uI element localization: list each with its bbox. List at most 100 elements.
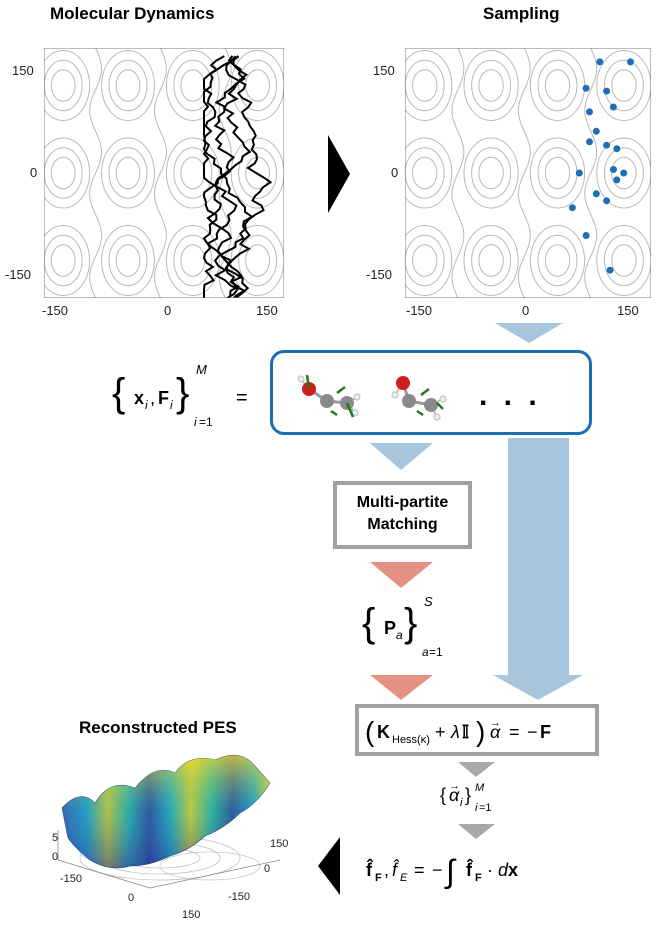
svg-text:): ) xyxy=(476,716,485,747)
sample-point xyxy=(586,108,593,116)
svg-text:x: x xyxy=(134,388,144,408)
contour-ring xyxy=(108,59,148,112)
contour-ring xyxy=(115,244,141,277)
contour-ring xyxy=(471,234,512,287)
svg-text:F: F xyxy=(158,388,169,408)
contour-ring xyxy=(405,50,453,121)
sampling-xtick-neg150: -150 xyxy=(406,303,433,318)
contour-ring xyxy=(173,234,213,287)
svg-text:F: F xyxy=(475,872,482,884)
svg-text:→: → xyxy=(490,717,501,729)
svg-text:f̂: f̂ xyxy=(466,858,474,880)
contour-ring xyxy=(173,59,213,112)
contour-ring xyxy=(611,156,637,190)
matching-line-1: Multi-partite xyxy=(356,494,449,511)
md-xtick-150: 150 xyxy=(256,303,278,318)
sample-point xyxy=(609,166,617,173)
svg-text:−: − xyxy=(432,860,443,880)
svg-text:x: x xyxy=(508,860,518,880)
sampling-title: Sampling xyxy=(483,4,560,23)
md-trajectory-line xyxy=(206,55,250,298)
md-xtick-0: 0 xyxy=(164,303,172,318)
sample-point xyxy=(575,169,583,177)
contour-ring xyxy=(44,137,91,209)
sample-point xyxy=(582,232,590,239)
sample-point xyxy=(603,141,611,149)
md-trajectory-line xyxy=(213,55,273,298)
sample-point xyxy=(613,176,621,184)
permutation-set: { P a } S a =1 xyxy=(362,594,443,659)
svg-text:f̂: f̂ xyxy=(392,859,399,880)
svg-text:i: i xyxy=(475,802,478,814)
svg-text:α: α xyxy=(490,722,501,742)
svg-text:Hess(κ): Hess(κ) xyxy=(392,734,430,746)
contour-ring xyxy=(529,137,586,209)
reconstructed-pes-title: Reconstructed PES xyxy=(79,718,237,737)
contour-ring xyxy=(529,225,586,296)
contour-ring xyxy=(478,69,504,102)
md-xtick-neg150: -150 xyxy=(42,303,69,318)
sample-point xyxy=(596,58,604,66)
sampling-down-arrow-icon xyxy=(495,323,563,343)
set-equation: { x i , F i } M i =1 = xyxy=(108,362,268,439)
sampling-plot-frame xyxy=(405,48,651,298)
svg-text:→: → xyxy=(449,780,460,792)
contour-ring xyxy=(544,156,571,190)
contour-ring xyxy=(180,69,206,102)
solve-equation: ( K Hess(κ) + λ 𝕀 ) α → = − F xyxy=(365,716,551,747)
integral-to-pes-arrow-icon xyxy=(318,837,340,895)
contour-ring xyxy=(108,234,148,287)
pes-ytick-150: 150 xyxy=(270,838,289,850)
sample-point xyxy=(603,197,611,205)
contour-wave xyxy=(584,48,598,298)
contour-wave xyxy=(153,48,167,298)
svg-text:λ: λ xyxy=(450,722,460,742)
contour-ring xyxy=(50,156,76,190)
svg-text:i: i xyxy=(145,398,148,412)
contour-ring xyxy=(611,244,637,277)
contour-ring xyxy=(230,225,284,296)
md-to-sampling-arrow-icon xyxy=(328,135,350,213)
contour-wave xyxy=(89,48,103,298)
pes-xtick-neg150: -150 xyxy=(60,873,83,885)
contour-ring xyxy=(596,225,651,296)
md-title: Molecular Dynamics xyxy=(50,4,215,23)
contour-ring xyxy=(611,69,637,102)
contour-ring xyxy=(238,147,278,199)
svg-text:{: { xyxy=(112,371,125,415)
contour-wave xyxy=(517,48,531,298)
svg-text:=1: =1 xyxy=(199,415,213,429)
sampling-contour-lines xyxy=(405,48,651,298)
pes-xtick-0: 0 xyxy=(128,892,135,904)
contour-ring xyxy=(471,59,512,112)
svg-text:(: ( xyxy=(365,716,375,747)
svg-text:+: + xyxy=(435,722,446,742)
contour-ring xyxy=(245,244,271,277)
sample-point xyxy=(620,169,628,177)
svg-text:P: P xyxy=(384,618,396,638)
contour-ring xyxy=(537,234,578,287)
contour-ring xyxy=(165,50,220,121)
perm-to-solve-arrow-icon xyxy=(370,675,433,700)
pes-ytick-0: 0 xyxy=(264,863,271,875)
contour-ring xyxy=(544,244,571,277)
pes-ytick-neg150: -150 xyxy=(228,891,251,903)
svg-text:i: i xyxy=(170,398,173,412)
integral-equation: f̂ F , f̂ E = − ∫ f̂ F · d x xyxy=(366,853,518,890)
md-contour-plot xyxy=(44,48,284,298)
svg-text:=: = xyxy=(509,722,520,742)
svg-text:{: { xyxy=(362,601,375,645)
contour-ring xyxy=(44,147,83,199)
contour-ring xyxy=(108,147,148,199)
contour-ring xyxy=(405,59,445,112)
set-to-matching-arrow-icon xyxy=(370,443,433,470)
matching-to-perm-arrow-icon xyxy=(370,562,433,588)
contour-ring xyxy=(238,59,278,112)
contour-ring xyxy=(463,137,519,209)
md-ytick-0: 0 xyxy=(30,165,38,180)
contour-ring xyxy=(412,69,438,102)
pes-axes xyxy=(57,830,281,889)
sampling-ytick-150: 150 xyxy=(373,63,395,78)
svg-text:i: i xyxy=(194,415,197,429)
svg-text:=1: =1 xyxy=(479,802,492,814)
